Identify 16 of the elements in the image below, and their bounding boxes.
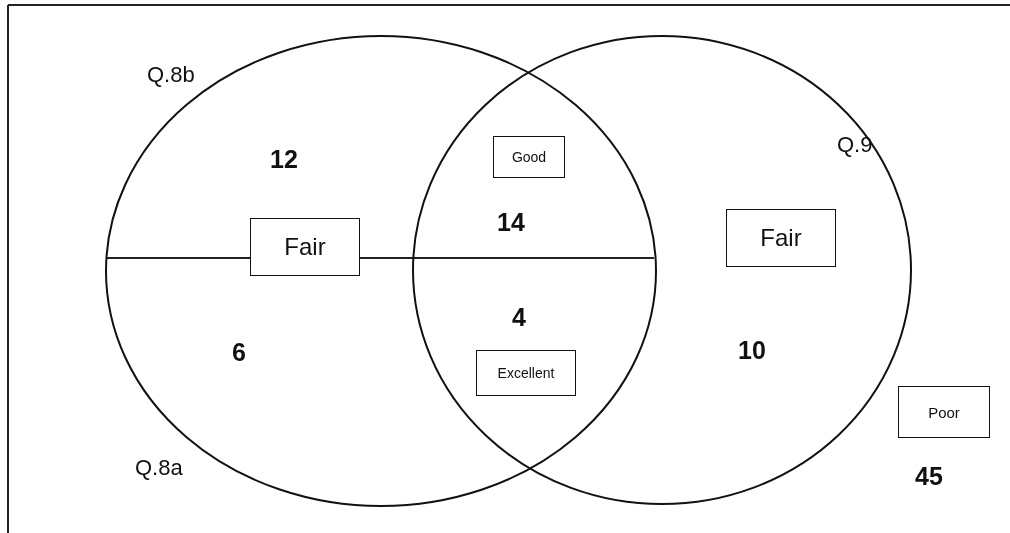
count-number: 14 [497, 208, 525, 237]
set-label: Q.8a [135, 455, 183, 481]
venn-circle [105, 35, 657, 507]
count-number: 6 [232, 338, 246, 367]
count-number: 4 [512, 303, 526, 332]
count-number: 12 [270, 145, 298, 174]
rating-label: Excellent [476, 350, 576, 396]
count-number: 45 [915, 462, 943, 491]
rating-label: Poor [898, 386, 990, 438]
set-label: Q.9 [837, 132, 873, 158]
rating-label: Good [493, 136, 565, 178]
rating-label: Fair [726, 209, 836, 267]
set-label: Q.8b [147, 62, 195, 88]
venn-circle [412, 35, 912, 505]
count-number: 10 [738, 336, 766, 365]
rating-label: Fair [250, 218, 360, 276]
